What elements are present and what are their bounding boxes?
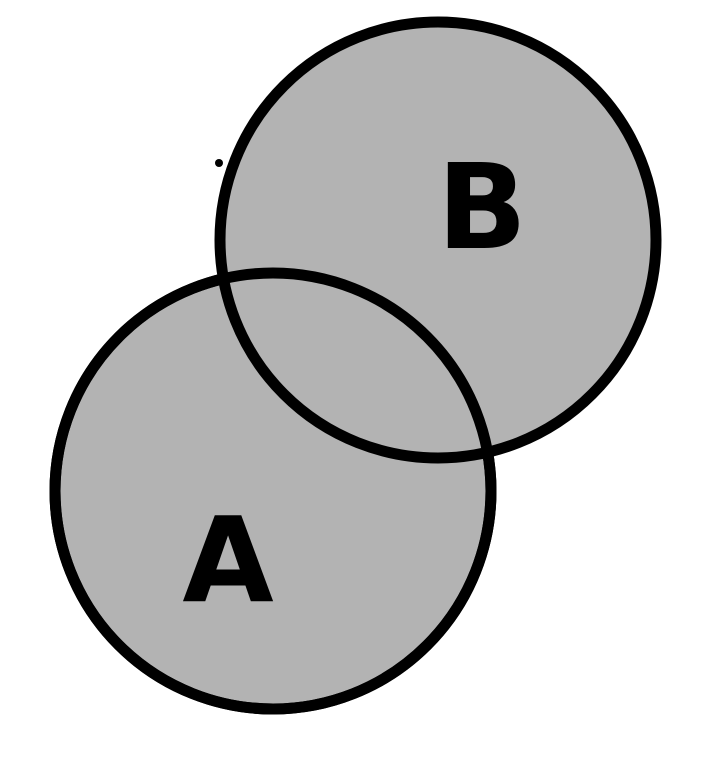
marker-dot xyxy=(215,159,223,167)
set-a-outline xyxy=(49,267,497,715)
set-a-label: A xyxy=(182,491,273,629)
set-b-label: B xyxy=(437,138,527,276)
set-b-circle xyxy=(214,16,662,464)
